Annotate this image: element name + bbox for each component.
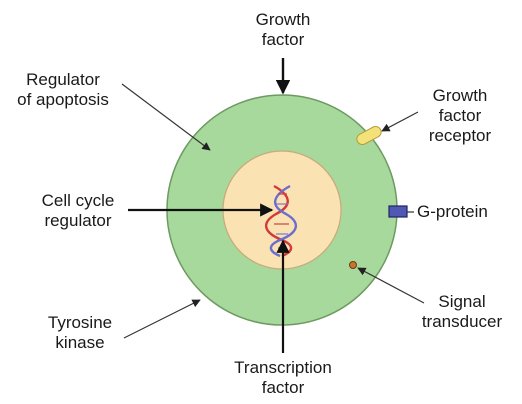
- growth-factor-receptor-label-line1: Growth: [432, 86, 488, 105]
- growth-factor-label-line2: factor: [261, 30, 305, 49]
- growth-factor-label-line1: Growth: [255, 10, 311, 29]
- regulator-of-apoptosis-arrow: [121, 83, 211, 151]
- growth-factor-label: Growth factor: [243, 10, 323, 50]
- signal-transducer-label-line2: transducer: [421, 312, 503, 331]
- transcription-factor-label-line2: factor: [261, 378, 305, 397]
- g-protein-icon: [388, 205, 408, 218]
- transcription-factor-label-line1: Transcription: [234, 358, 332, 377]
- g-protein-label-text: G-protein: [417, 202, 488, 221]
- regulator-of-apoptosis-label: Regulator of apoptosis: [8, 70, 118, 110]
- g-protein-label: G-protein: [417, 202, 488, 222]
- transcription-factor-label: Transcription factor: [223, 358, 343, 398]
- tyrosine-kinase-label: Tyrosine kinase: [40, 313, 120, 353]
- cell-cycle-regulator-label-line2: regulator: [44, 211, 112, 230]
- signal-transducer-label: Signal transducer: [414, 292, 510, 332]
- tyrosine-kinase-label-line1: Tyrosine: [47, 313, 113, 332]
- tyrosine-kinase-label-line2: kinase: [55, 333, 105, 352]
- tyrosine-kinase-arrow: [123, 299, 201, 339]
- growth-factor-receptor-icon: [356, 125, 382, 146]
- growth-factor-receptor-label-line3: receptor: [428, 126, 492, 145]
- cell-cycle-regulator-label-line1: Cell cycle: [41, 191, 115, 210]
- cell-cycle-regulator-label: Cell cycle regulator: [30, 191, 126, 231]
- regulator-of-apoptosis-label-line1: Regulator: [26, 70, 100, 89]
- signal-transducer-icon: [349, 261, 357, 269]
- growth-factor-receptor-arrow: [381, 111, 419, 132]
- regulator-of-apoptosis-label-line2: of apoptosis: [17, 90, 109, 109]
- signal-transducer-label-line1: Signal: [438, 292, 486, 311]
- signal-transducer-arrow: [357, 267, 425, 304]
- growth-factor-receptor-label: Growth factor receptor: [418, 86, 502, 146]
- growth-factor-receptor-label-line2: factor: [438, 106, 482, 125]
